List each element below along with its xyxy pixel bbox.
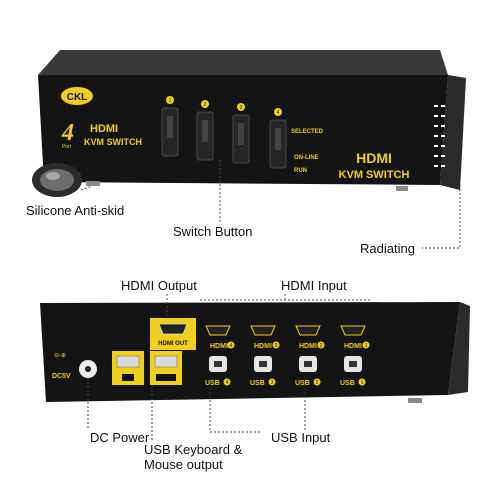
port-number: 3 xyxy=(271,380,274,386)
switch-button-group: 1 2 3 4 xyxy=(161,96,287,169)
front-top-surface xyxy=(38,50,448,75)
front-right-side xyxy=(440,75,466,190)
back-face xyxy=(40,302,460,402)
port-number: 2 xyxy=(316,380,319,386)
port-number-dot xyxy=(201,100,209,108)
port-number-dot xyxy=(223,378,231,386)
button-grip xyxy=(275,128,281,150)
callout-silicone: Silicone Anti-skid xyxy=(26,203,125,218)
dc-jack-pin xyxy=(85,366,91,372)
port-number-dot xyxy=(237,103,245,111)
front-callout-lines xyxy=(80,160,461,249)
usb-port-slot xyxy=(349,361,357,367)
port-number: 1 xyxy=(365,343,368,349)
hdmi-in-port-4[interactable] xyxy=(205,325,231,336)
power-label: DC5V xyxy=(52,373,71,380)
indicator-online: ON-LINE xyxy=(294,155,319,161)
hdmi-out-label: HDMI OUT xyxy=(158,341,188,347)
usb-mouse-icon xyxy=(122,374,134,381)
port-number: 2 xyxy=(320,343,323,349)
foot xyxy=(396,186,408,191)
hdmi-out-port[interactable] xyxy=(158,323,188,335)
port-number: 3 xyxy=(240,105,243,111)
right-label-line2: KVM SWITCH xyxy=(339,169,410,181)
port-number: 2 xyxy=(204,102,207,108)
hdmi-in-port-3[interactable] xyxy=(250,325,276,336)
port-number-dot xyxy=(358,378,366,386)
callout-hdmi-input: HDMI Input xyxy=(281,278,347,293)
callout-usb-input: USB Input xyxy=(271,430,331,445)
usb-port-slot xyxy=(304,361,312,367)
button-grip xyxy=(167,116,173,138)
usb-keyboard-port[interactable] xyxy=(154,355,178,368)
port-number-dot xyxy=(274,108,282,116)
callout-radiating: Radiating xyxy=(360,241,415,256)
port-number-dot xyxy=(227,341,235,349)
vent-holes xyxy=(434,105,445,167)
port-number-dot xyxy=(317,341,325,349)
silicone-foot-closeup xyxy=(32,163,82,197)
badge-line2: KVM SWITCH xyxy=(84,137,142,147)
button-grip xyxy=(238,123,244,145)
port-number-dot xyxy=(268,378,276,386)
hdmi-in-port-1[interactable] xyxy=(340,325,366,336)
power-symbol: ⊖-⊕ xyxy=(54,353,66,359)
back-right-side xyxy=(448,302,470,395)
badge-line1: HDMI xyxy=(90,123,118,135)
port-number: 3 xyxy=(275,343,278,349)
front-unit: CKL 4 Port HDMI KVM SWITCH 1 2 3 4 S xyxy=(38,50,466,191)
brand-text: CKL xyxy=(67,92,88,103)
foot xyxy=(408,398,422,403)
hdmi-in-label: HDMI xyxy=(344,343,362,350)
badge-number: 4 xyxy=(61,120,74,146)
usb-in-label: USB xyxy=(250,380,265,387)
hdmi-in-port-2[interactable] xyxy=(295,325,321,336)
port-number: 4 xyxy=(230,343,233,349)
port-number-dot xyxy=(166,96,174,104)
port-number-dot xyxy=(313,378,321,386)
brand-logo: CKL xyxy=(61,87,93,105)
hdmi-in-label: HDMI xyxy=(254,343,272,350)
back-callout-lines xyxy=(87,294,370,440)
port-number: 4 xyxy=(277,110,280,116)
port-number-dot xyxy=(272,341,280,349)
hdmi-in-label: HDMI xyxy=(299,343,317,350)
callout-switch-button: Switch Button xyxy=(173,224,253,239)
callout-usb-keyboard: USB Keyboard & Mouse output xyxy=(144,442,243,472)
callout-dc-power: DC Power xyxy=(90,430,150,445)
usb-port-slot xyxy=(259,361,267,367)
callout-hdmi-output: HDMI Output xyxy=(121,278,197,293)
usb-in-label: USB xyxy=(205,380,220,387)
right-label-line1: HDMI xyxy=(356,150,392,166)
indicator-run: RUN xyxy=(294,168,307,174)
hdmi-input-ports: HDMI 4 HDMI 3 HDMI 2 HDMI 1 xyxy=(205,325,370,350)
port-number: 1 xyxy=(361,380,364,386)
port-number: 1 xyxy=(169,98,172,104)
hdmi-in-label: HDMI xyxy=(210,343,228,350)
usb-mouse-port[interactable] xyxy=(116,355,140,368)
indicator-selected: SELECTED xyxy=(291,129,324,135)
usb-in-label: USB xyxy=(295,380,310,387)
usb-port-slot xyxy=(214,361,222,367)
port-number-dot xyxy=(362,341,370,349)
usb-keyboard-icon xyxy=(156,374,176,381)
port-number: 4 xyxy=(226,380,229,386)
badge-small: Port xyxy=(62,144,72,150)
button-grip xyxy=(202,120,208,142)
back-unit: ⊖-⊕ DC5V HDMI OUT HDMI 4 HDMI 3 HDMI 2 xyxy=(40,302,470,403)
foot xyxy=(86,181,100,186)
usb-input-ports: USB 4 USB 3 USB 2 USB 1 xyxy=(205,356,366,387)
usb-in-label: USB xyxy=(340,380,355,387)
